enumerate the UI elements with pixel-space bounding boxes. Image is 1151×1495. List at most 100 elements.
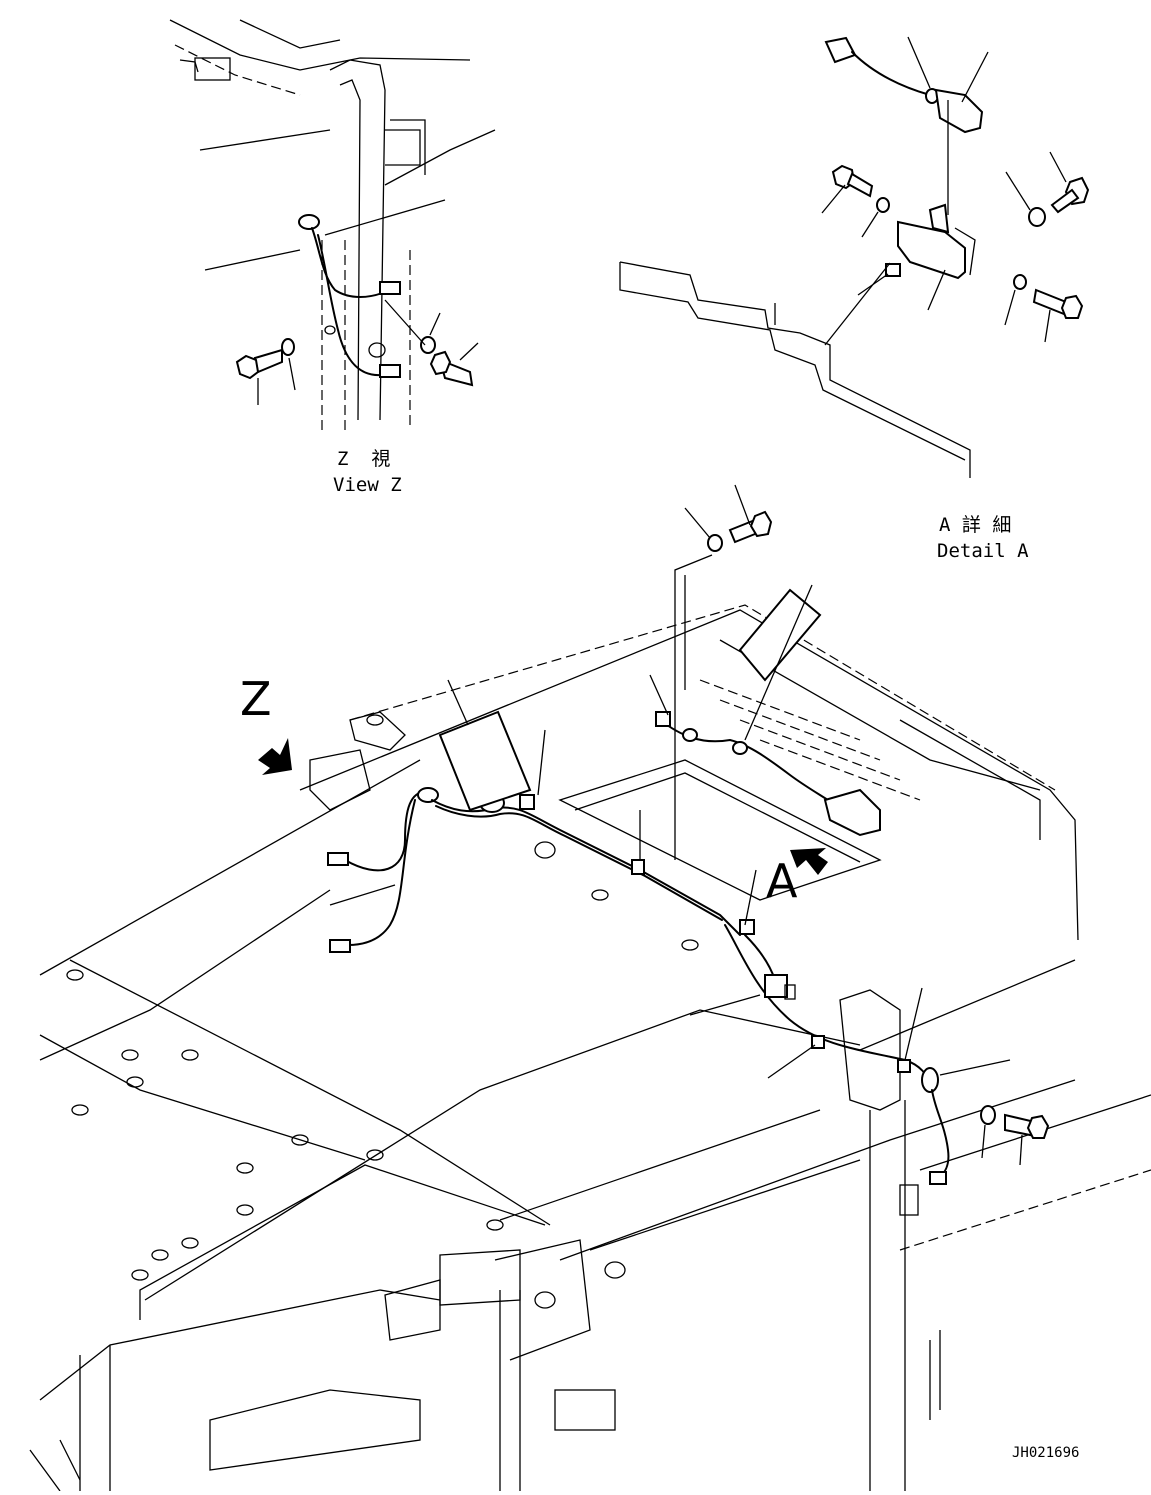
cab-left-pillar [79, 1345, 111, 1491]
view-z-plate [194, 57, 231, 81]
detail-a-leader-5 [1005, 171, 1031, 211]
right-bolt-head [1026, 1114, 1050, 1139]
view-z-cab-edge [384, 129, 496, 186]
right-grommet [921, 1067, 939, 1093]
right-connector-tab [784, 984, 796, 1000]
detail-a-cable [851, 51, 931, 96]
view-z-hidden-line-a [199, 129, 331, 151]
top-bolt-head [749, 510, 773, 538]
roof-panel-bottom [139, 1164, 546, 1320]
detail-a-leader-11 [824, 262, 891, 346]
view-z-harness-lower [317, 234, 389, 377]
view-z-bolt-left-head [235, 354, 260, 380]
detail-a-bolt-top [1050, 188, 1080, 214]
main-leader-9 [744, 869, 757, 926]
view-z-leader-washer-left [288, 357, 296, 391]
view-z-bracket-edge [390, 119, 426, 175]
view-z-bracket [385, 129, 421, 166]
clamp-3 [739, 919, 755, 935]
rear-cross-rail [589, 1159, 861, 1251]
lower-left-detail [29, 1439, 81, 1492]
detail-a-leader-9 [1004, 289, 1016, 326]
upper-bracket-sensor [823, 788, 881, 837]
drawing-number: JH021696 [1012, 1445, 1080, 1461]
view-z-roof-edge [169, 19, 471, 71]
main-leader-2 [537, 729, 546, 796]
detail-a-title-jp: A 詳 細 [939, 514, 1012, 536]
upper-clamp [655, 711, 671, 727]
roof-interior-right [899, 719, 1041, 840]
detail-a-washer-left [876, 197, 890, 213]
front-right-pillar [869, 1100, 906, 1491]
detail-a-leader-6 [1049, 151, 1067, 183]
upper-grommet-2 [732, 741, 748, 755]
left-harness-upper [344, 790, 429, 872]
roof-hidden-edge [349, 604, 1056, 791]
view-z-roof-hidden [174, 44, 301, 96]
view-z-drawing [169, 19, 496, 430]
main-leader-14 [981, 1124, 986, 1159]
cab-rear-rail [499, 1109, 821, 1221]
roof-fasteners [66, 714, 699, 1309]
upper-grommet-1 [682, 728, 698, 742]
view-z-arrow [258, 738, 292, 775]
left-grommet [417, 787, 439, 803]
main-leader-7 [684, 507, 711, 539]
view-z-hole-small [324, 325, 336, 335]
main-leader-12 [904, 987, 923, 1061]
harness-tag-right [738, 588, 822, 682]
roof-opening [558, 759, 882, 901]
main-cab-drawing [29, 484, 1151, 1492]
right-pigtail-connector [929, 1171, 947, 1185]
left-corner-cap [349, 711, 406, 751]
roof-panel-seam [39, 1034, 366, 1161]
left-harness-lower [347, 799, 416, 946]
cab-rear-rail-lower [559, 1079, 1076, 1261]
left-connector-lower [329, 939, 351, 953]
roof-rear-edge [144, 1009, 861, 1301]
detail-a-nut [885, 263, 901, 277]
left-connector-upper [327, 852, 349, 866]
view-z-connector-2 [379, 364, 401, 378]
harness-tag-left [438, 710, 532, 812]
left-corner-bracket [309, 749, 371, 811]
view-z-callout: Z [240, 672, 272, 726]
roof-interior-ribs [719, 639, 1041, 791]
view-z-title-jp: Z 視 [337, 448, 391, 470]
detail-a-bracket [897, 220, 966, 280]
main-leader-10 [689, 994, 761, 1016]
detail-a-title-en: Detail A [937, 540, 1029, 562]
detail-a-plug [824, 36, 857, 64]
right-washer [980, 1105, 996, 1125]
view-z-harness-upper [311, 227, 386, 298]
main-leader-11 [767, 1044, 816, 1079]
clamp-2 [631, 859, 645, 875]
main-leader-8 [734, 484, 751, 526]
view-z-connector-1 [379, 281, 401, 295]
roof-top-edge [299, 609, 1079, 941]
front-right-pillar-cap [839, 989, 901, 1111]
roof-panel-edge [39, 889, 331, 1061]
detail-a-bracket-side [954, 227, 976, 276]
main-leader-15 [1019, 1134, 1023, 1166]
top-washer [707, 534, 723, 552]
rear-mount [384, 1279, 441, 1341]
lower-switch-box [554, 1389, 616, 1431]
main-leader-3 [329, 884, 396, 906]
detail-a-leader-1 [907, 36, 931, 89]
view-z-pillar-right [329, 59, 386, 421]
detail-a-spacer [1028, 207, 1046, 227]
clamp-5 [897, 1059, 911, 1073]
detail-a-leader-10 [1044, 309, 1051, 343]
detail-a-washer-bottom [1013, 274, 1027, 290]
detail-a-leader-3 [821, 184, 846, 214]
cab-lower-frame [39, 1289, 441, 1401]
main-leader-6 [744, 584, 813, 741]
view-z-roof-inner [239, 19, 341, 49]
pillar-hinge [899, 1184, 919, 1216]
detail-a-plate-lower [619, 262, 966, 461]
assembly-line-top [674, 554, 713, 860]
rear-pillar [499, 1290, 521, 1491]
right-pigtail [931, 1089, 950, 1181]
